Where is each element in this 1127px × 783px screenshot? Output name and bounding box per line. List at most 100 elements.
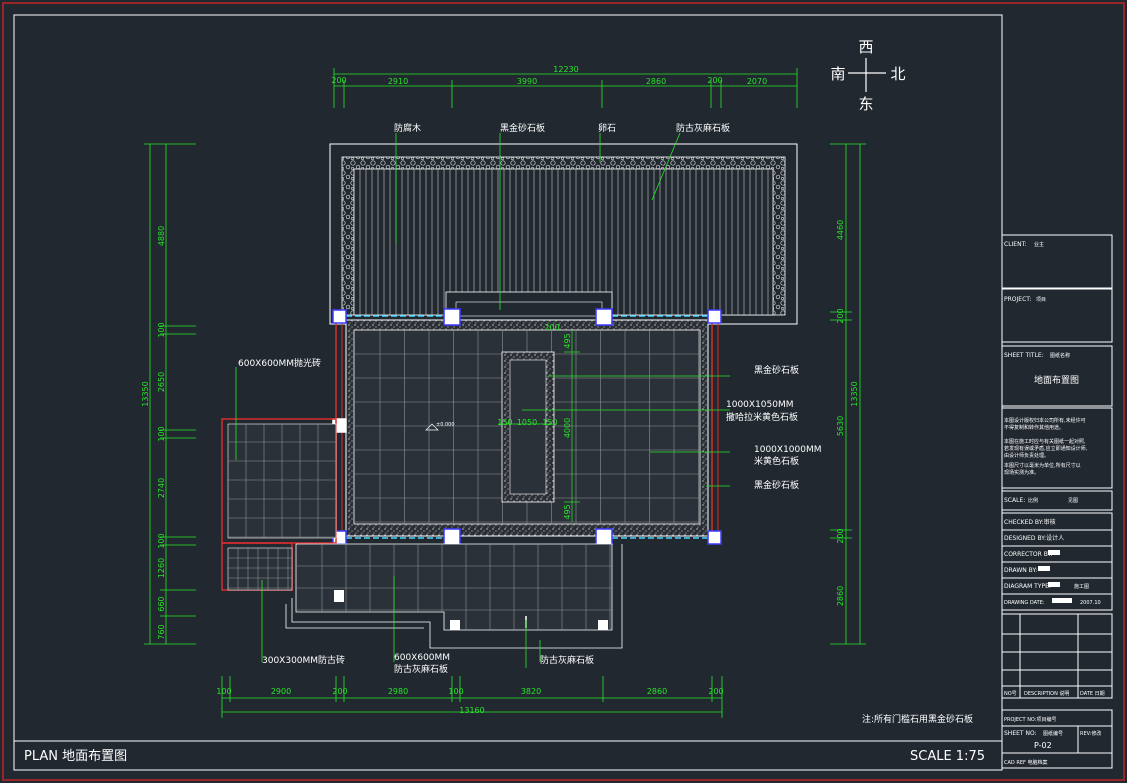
- dim-inner-150b: 150: [542, 418, 557, 427]
- tb-sheet-no-hint: 图纸编号: [1043, 730, 1063, 737]
- compass-top: 西: [858, 38, 873, 56]
- dim-bottom-seg-6: 3820: [521, 687, 541, 696]
- dim-left-total: 13350: [141, 381, 150, 406]
- tb-sheet-no-label: SHEET NO:: [1004, 730, 1037, 737]
- label-antique-bottom: 防古灰麻石板: [540, 654, 594, 666]
- dim-top-seg-3: 3990: [517, 77, 537, 86]
- dim-top-seg-4: 2860: [646, 77, 666, 86]
- tb-rev-date: DATE 日期: [1080, 691, 1105, 697]
- dim-left-seg-9: 760: [157, 624, 166, 639]
- label-ak-line2: 撒哈拉米黄色石板: [726, 411, 798, 423]
- bottom-area: [221, 542, 623, 649]
- label-antique600-1: 600X600MM: [394, 653, 450, 663]
- dim-top-seg-6: 2070: [747, 77, 767, 86]
- dim-inner-4000: 4000: [563, 418, 572, 438]
- dim-bottom-seg-5: 100: [448, 687, 463, 696]
- tb-scale-label: SCALE:: [1004, 497, 1025, 504]
- label-mh-line1: 1000X1000MM: [754, 445, 822, 455]
- inner-dimensions: [498, 330, 580, 522]
- dim-top-seg-5: 200: [707, 76, 722, 85]
- dim-inner-495b: 495: [563, 504, 572, 519]
- tb-diagram-type: DIAGRAM TYPE:: [1004, 583, 1051, 590]
- dim-right-seg-2: 200: [836, 308, 845, 323]
- label-black-gold-1: 黑金砂石板: [754, 364, 799, 376]
- dim-top-total: 12230: [553, 65, 578, 74]
- dim-inner-200: 200: [544, 323, 559, 332]
- label-antique-top: 防古灰麻石板: [676, 122, 730, 134]
- dim-left-seg-7: 1260: [157, 558, 166, 578]
- tb-note-2: 不得复制和转作其他用途。: [1004, 424, 1064, 431]
- dim-bottom-seg-8: 200: [708, 687, 723, 696]
- dim-top-seg-1: 200: [331, 76, 346, 85]
- tb-rev-label: REV:修改: [1080, 730, 1101, 737]
- tb-sheet-no-value: P-02: [1034, 741, 1052, 750]
- label-pebble: 卵石: [598, 123, 616, 134]
- elevation-mark: ±0.000: [425, 422, 455, 431]
- dimension-right: [830, 143, 866, 645]
- tb-drawing-date-value: 2007.10: [1080, 600, 1101, 606]
- tb-sheet-title-hint: 图纸名称: [1050, 352, 1070, 359]
- dim-right-subtotal: 5630: [836, 416, 845, 436]
- tb-rev-no: NO号: [1004, 691, 1017, 697]
- dim-right-seg-3: 200: [836, 528, 845, 543]
- tb-cad-ref: CAD REF 电脑档案: [1004, 759, 1047, 766]
- tb-note-5: 由设计师负责处理。: [1004, 452, 1049, 459]
- dimension-left: [144, 143, 196, 645]
- dimension-bottom: [221, 676, 723, 718]
- tb-note-6: 本图尺寸以毫米为单位,所有尺寸以: [1004, 462, 1081, 469]
- compass-right: 北: [890, 65, 905, 83]
- tb-drawn: DRAWN BY:: [1004, 567, 1037, 574]
- tb-project-no: PROJECT NO:项目编号: [1004, 716, 1056, 723]
- dim-inner-495a: 495: [563, 333, 572, 348]
- tb-designed: DESIGNED BY:设计人: [1004, 534, 1064, 542]
- tb-rev-desc: DESCRIPTION 说明: [1024, 690, 1069, 697]
- dim-left-seg-1: 4880: [157, 226, 166, 246]
- plan-scale: SCALE 1:75: [910, 749, 985, 764]
- redacted-names: [1038, 550, 1072, 603]
- label-black-gold-2: 黑金砂石板: [754, 479, 799, 491]
- plan-title: PLAN 地面布置图: [24, 749, 127, 764]
- dim-left-seg-3: 2650: [157, 372, 166, 392]
- tb-corrector: CORRECTOR BY:: [1004, 551, 1052, 558]
- compass-left: 南: [830, 65, 845, 83]
- dim-left-seg-2: 100: [157, 322, 166, 337]
- title-block: [1001, 234, 1113, 769]
- label-mh-line2: 米黄色石板: [754, 455, 799, 467]
- dim-left-seg-6: 100: [157, 533, 166, 548]
- dim-bottom-seg-7: 2860: [647, 687, 667, 696]
- main-terrace: [345, 319, 709, 537]
- dim-right-seg-4: 2860: [836, 586, 845, 606]
- compass: 西 南 北 东: [830, 38, 905, 113]
- dim-bottom-seg-4: 2980: [388, 687, 408, 696]
- tb-sheet-title-label: SHEET TITLE:: [1004, 352, 1044, 359]
- dim-bottom-total: 13160: [459, 706, 484, 715]
- tb-note-1: 本图设计版权归本公司所有,未经许可: [1004, 417, 1086, 424]
- dim-inner-150a: 150: [497, 418, 512, 427]
- pillars: [332, 308, 722, 546]
- tb-project-value: 项目: [1036, 297, 1046, 303]
- label-ak-line1: 1000X1050MM: [726, 400, 794, 410]
- label-note: 注:所有门槛石用黑金砂石板: [862, 713, 973, 725]
- tb-sheet-title-value: 地面布置图: [1034, 374, 1079, 386]
- tb-checked: CHECKED BY:审核: [1004, 518, 1056, 526]
- label-polished: 600X600MM抛光砖: [238, 357, 321, 369]
- tb-scale-value: 见图: [1068, 498, 1078, 504]
- dim-left-seg-5: 2740: [157, 478, 166, 498]
- tb-note-4: 若发现有误或矛盾,应立即通知设计师,: [1004, 445, 1088, 452]
- dim-left-seg-8: 660: [157, 596, 166, 611]
- tb-note-3: 本图在施工时应与有关图纸一起对照,: [1004, 438, 1086, 445]
- dim-bottom-seg-3: 200: [332, 687, 347, 696]
- tb-client-value: 业主: [1034, 241, 1044, 248]
- dimension-top: [333, 68, 798, 108]
- tb-scale-hint: 比例: [1028, 497, 1038, 504]
- dim-top-seg-2: 2910: [388, 77, 408, 86]
- dim-left-seg-4: 100: [157, 426, 166, 441]
- label-wood: 防腐木: [394, 122, 421, 134]
- dim-right-seg-1: 4460: [836, 220, 845, 240]
- label-antique300: 300X300MM防古砖: [262, 654, 345, 666]
- leader-lines: [235, 132, 730, 668]
- compass-bottom: 东: [858, 95, 873, 113]
- tb-drawing-date: DRAWING DATE:: [1004, 600, 1045, 606]
